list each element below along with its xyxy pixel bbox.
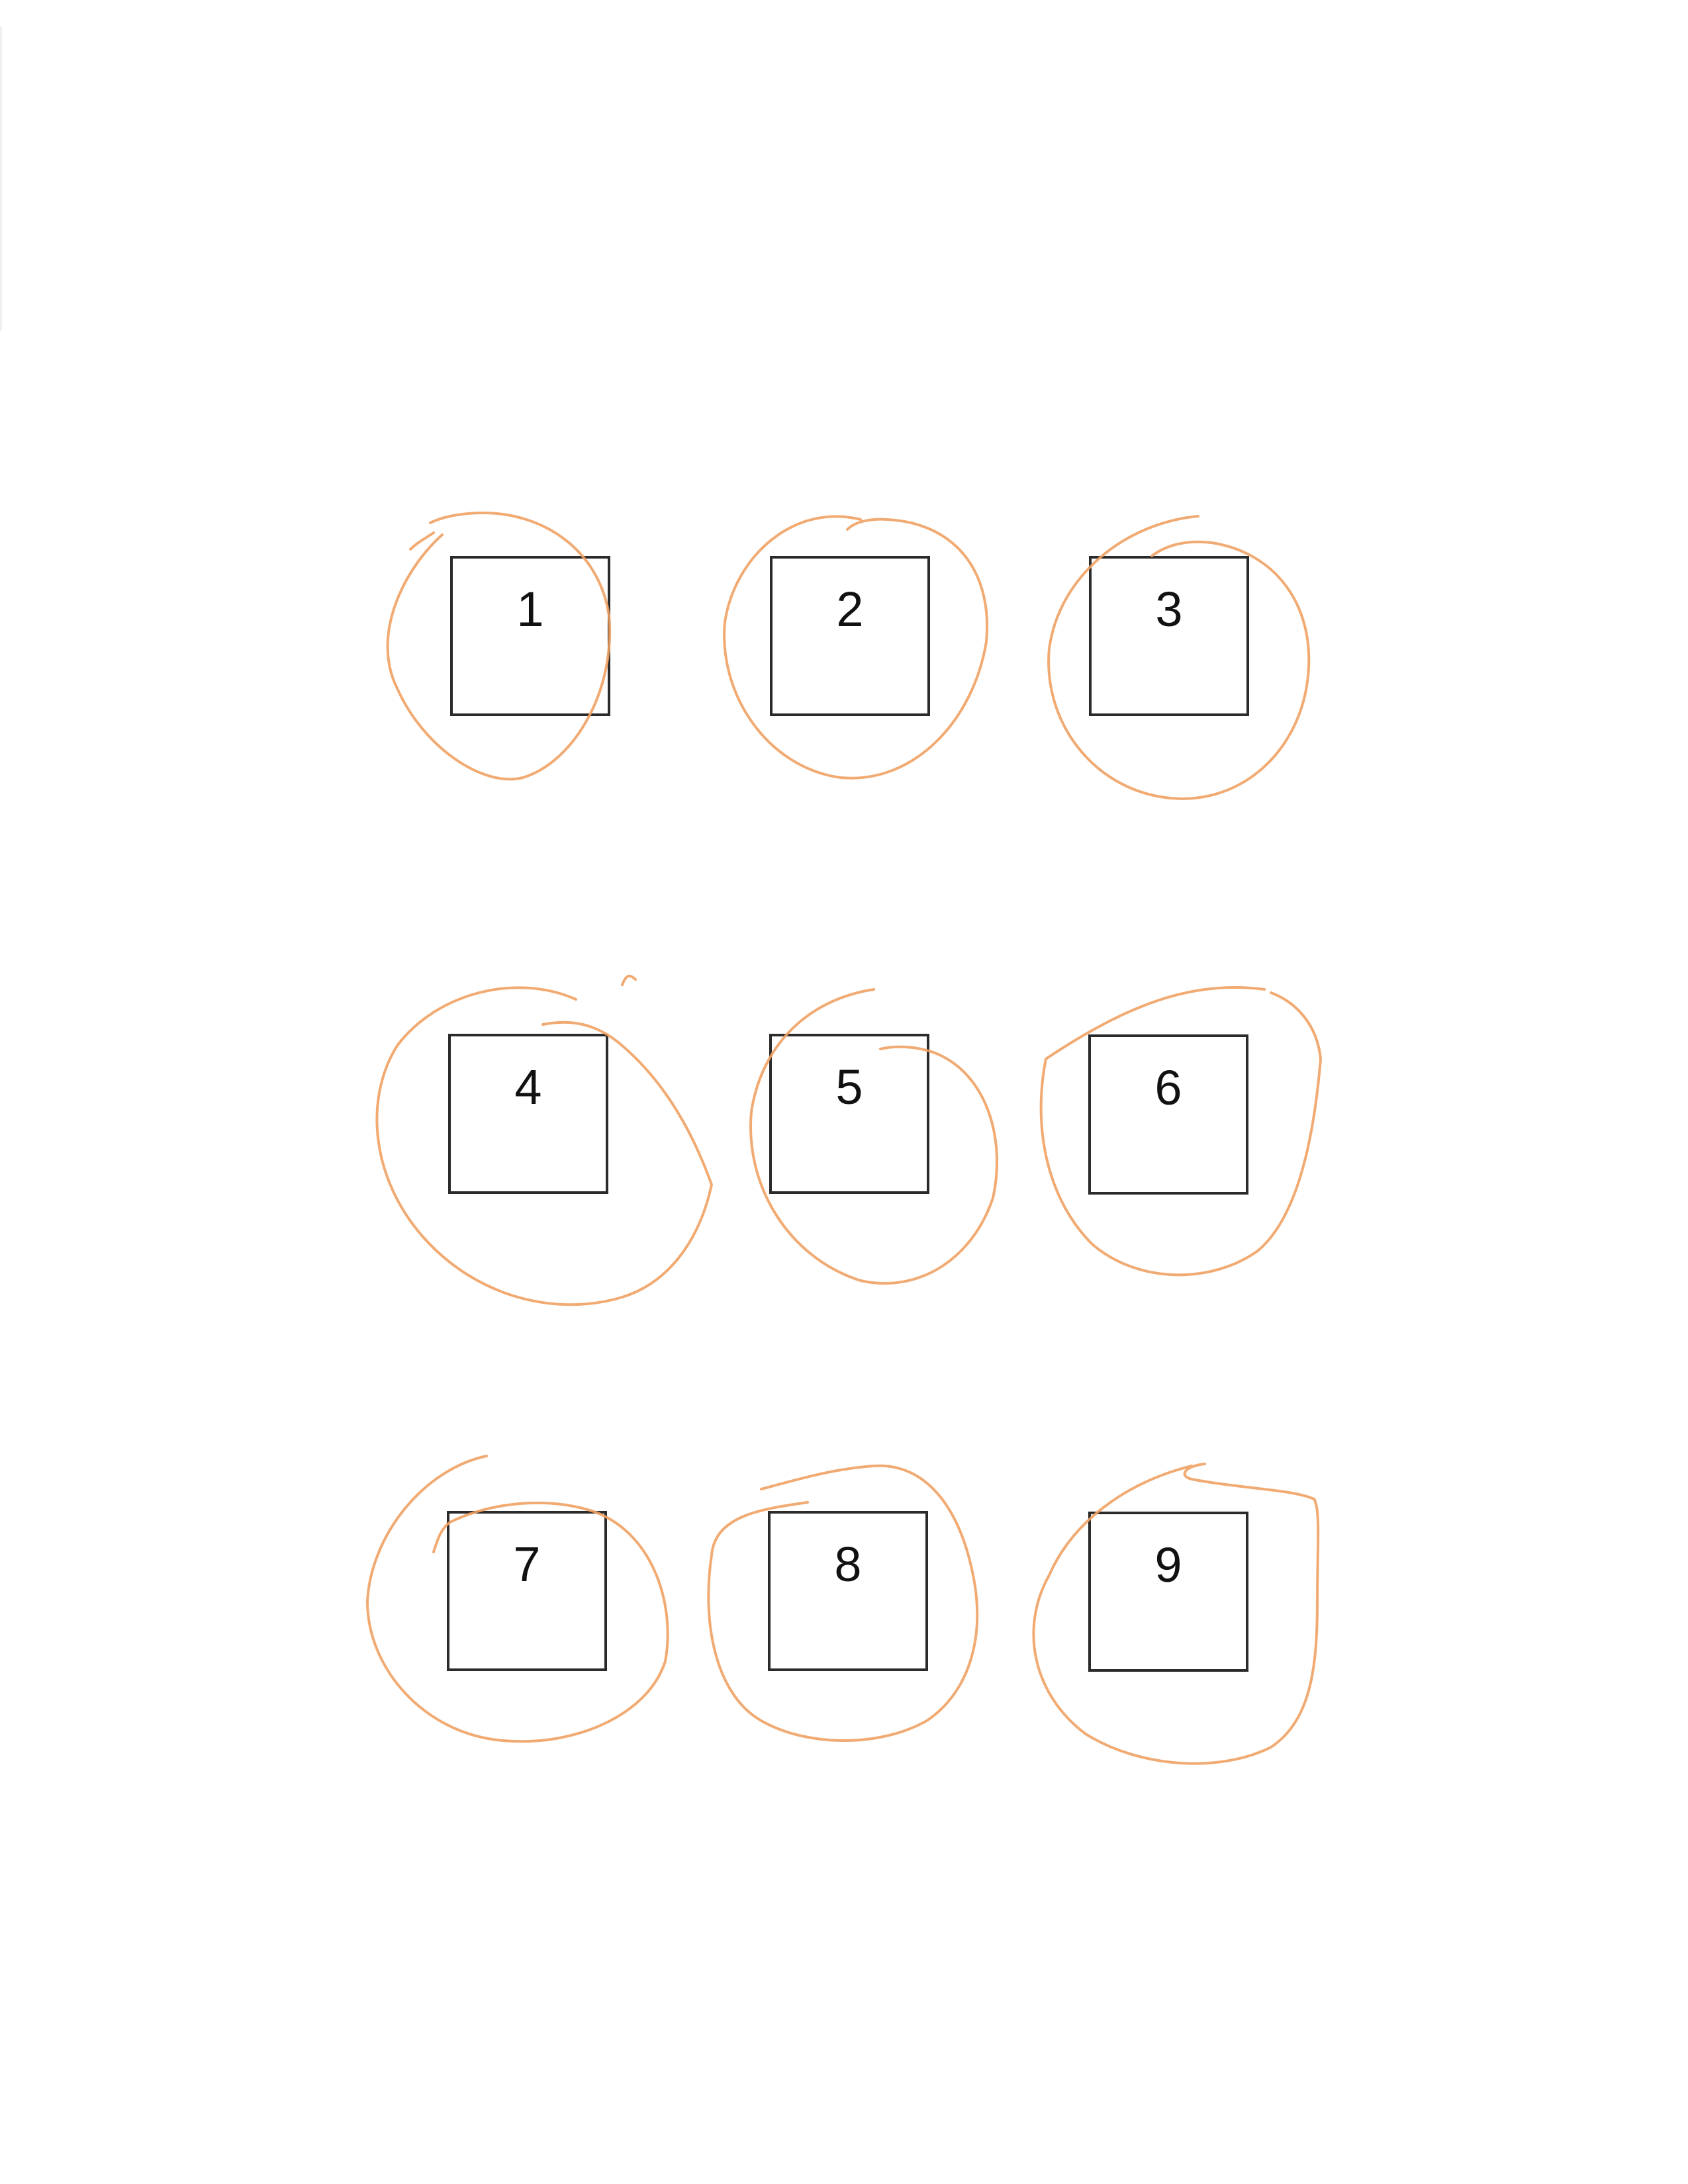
numbered-box-5: 5 (769, 1034, 929, 1194)
box-number: 4 (514, 1060, 542, 1115)
numbered-box-1: 1 (450, 556, 610, 716)
box-number: 9 (1154, 1537, 1182, 1592)
numbered-box-6: 6 (1088, 1034, 1248, 1195)
box-number: 1 (516, 582, 544, 637)
scan-edge-mark (0, 26, 2, 331)
box-number: 2 (836, 582, 864, 637)
box-number: 7 (513, 1537, 541, 1592)
numbered-box-9: 9 (1088, 1512, 1248, 1672)
numbered-box-7: 7 (447, 1511, 607, 1671)
numbered-box-4: 4 (448, 1034, 608, 1194)
numbered-box-3: 3 (1089, 556, 1249, 716)
box-number: 5 (835, 1060, 863, 1115)
box-number: 6 (1154, 1060, 1182, 1115)
numbered-box-8: 8 (768, 1511, 928, 1671)
numbered-box-2: 2 (770, 556, 930, 716)
box-number: 8 (834, 1537, 862, 1592)
box-number: 3 (1155, 582, 1183, 637)
